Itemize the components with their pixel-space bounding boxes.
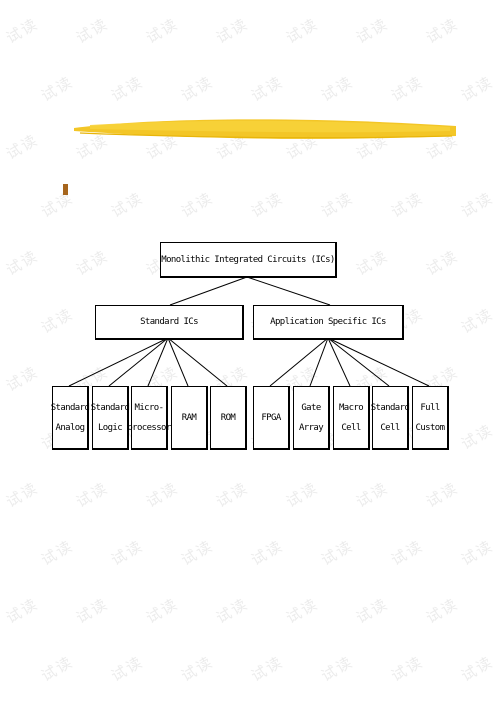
connector-asics-to-leaf [327,337,430,387]
connector-standard-ics-to-leaf [167,337,228,387]
connector-standard-ics-to-leaf [147,337,169,387]
connector-root-to-standard-ics [169,276,248,306]
leaf-node-standard-analog: Standard Analog [50,386,90,450]
leaf-line-2: Analog [55,422,86,433]
branch-node-application-specific-ics: Application Specific ICs [253,305,404,340]
leaf-line-1: FPGA [261,412,281,423]
leaf-line-1: RAM [181,412,197,423]
leaf-node-gate-array: Gate Array [293,386,330,450]
root-node-label: Monolithic Integrated Circuits (ICs) [161,254,335,265]
leaf-node-full-custom: Full Custom [412,386,449,450]
leaf-line-2: Custom [415,422,446,433]
leaf-line-2: Cell [380,422,400,433]
leaf-node-microprocessor: Micro- processor [127,386,171,450]
leaf-line-2: Logic [97,422,123,433]
connector-asics-to-leaf [269,337,329,387]
leaf-node-macro-cell: Macro Cell [333,386,370,450]
leaf-line-2: Array [298,422,324,433]
leaf-node-standard-logic: Standard Logic [90,386,130,450]
connector-root-to-asics [246,276,331,306]
branch-label: Application Specific ICs [270,317,386,327]
leaf-line-1: ROM [220,412,236,423]
branch-label: Standard ICs [140,317,198,327]
leaf-line-2: processor [127,422,171,433]
connector-standard-ics-to-leaf [167,337,189,387]
leaf-line-1: Macro [338,402,364,413]
connector-asics-to-leaf [327,337,390,387]
leaf-node-standard-cell: Standard Cell [370,386,410,450]
bullet-marker [63,184,68,195]
leaf-node-ram: RAM [171,386,208,450]
leaf-node-fpga: FPGA [253,386,290,450]
connector-asics-to-leaf [309,337,329,387]
root-node: Monolithic Integrated Circuits (ICs) [160,242,337,278]
leaf-line-1: Full [420,402,440,413]
leaf-line-1: Standard [90,402,130,413]
leaf-node-rom: ROM [210,386,247,450]
leaf-line-2: Cell [341,422,361,433]
connector-asics-to-leaf [327,337,351,387]
leaf-line-1: Micro- [134,402,165,413]
connector-standard-ics-to-leaf [108,337,169,387]
leaf-line-1: Gate [301,402,321,413]
leaf-line-1: Standard [50,402,90,413]
connector-standard-ics-to-leaf [68,337,169,387]
branch-node-standard-ics: Standard ICs [95,305,244,340]
leaf-line-1: Standard [370,402,410,413]
